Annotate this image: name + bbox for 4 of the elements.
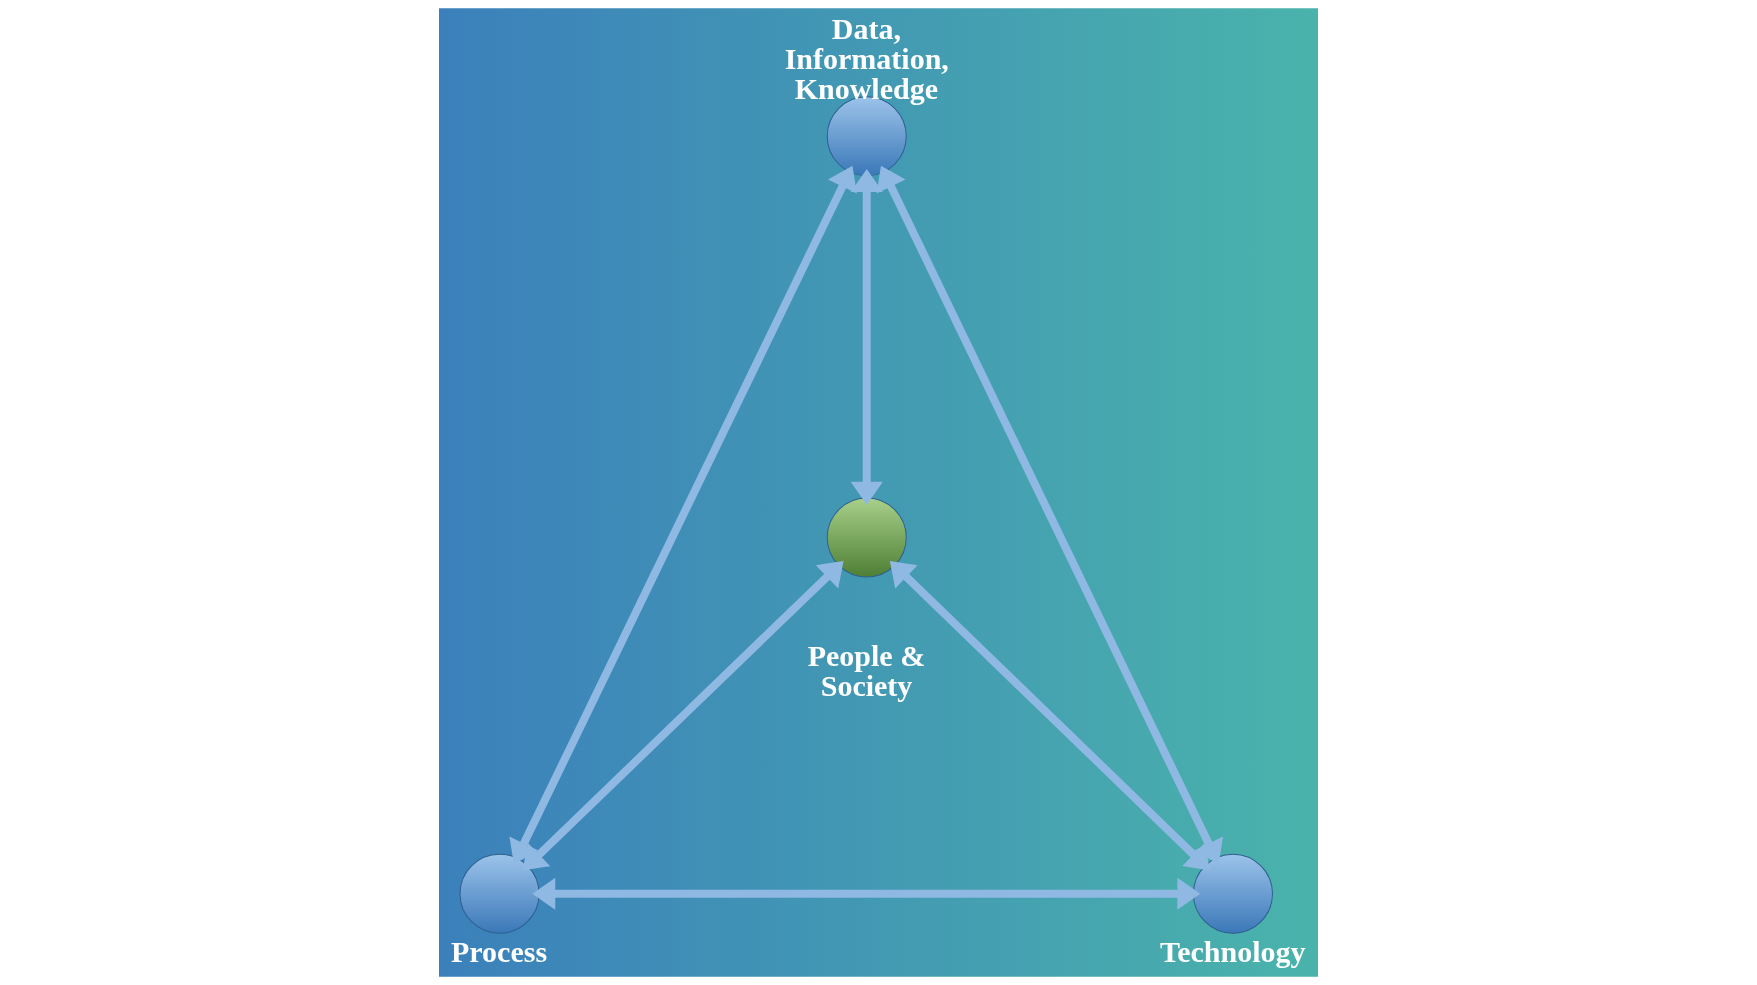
node-label: Process	[451, 934, 548, 968]
node-label: People & Society	[807, 638, 926, 702]
node-label: Technology	[1159, 934, 1306, 968]
node-label: Data, Information, Knowledge	[784, 12, 949, 106]
